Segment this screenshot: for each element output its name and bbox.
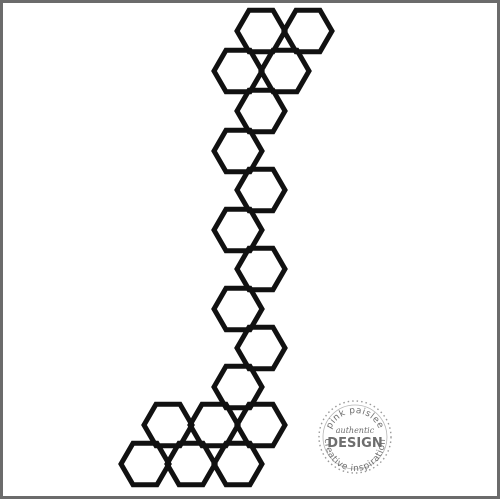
watermark-inner-ring: [322, 404, 388, 470]
hex-cell-16: [118, 440, 172, 488]
hex-cell-12: [211, 363, 265, 411]
hex-cells: [118, 7, 335, 488]
hex-cell-1: [234, 7, 288, 55]
hex-cell-8: [211, 206, 265, 254]
hex-cell-7: [234, 166, 288, 214]
hex-cell-10: [211, 285, 265, 333]
hex-cell-14: [187, 401, 241, 449]
watermark-script-word: authentic: [336, 426, 375, 435]
hex-cell-2: [281, 7, 335, 55]
hex-cell-9: [234, 245, 288, 293]
hex-cell-5: [234, 87, 288, 135]
watermark-main-word: DESIGN: [327, 436, 382, 451]
watermark-dotted-ring: [318, 400, 392, 474]
hex-cell-17: [164, 440, 218, 488]
hex-cell-11: [234, 324, 288, 372]
hex-cell-4: [258, 47, 312, 95]
hex-cell-3: [211, 47, 265, 95]
hex-cell-15: [234, 401, 288, 449]
hex-cell-6: [211, 127, 265, 175]
hex-cell-18: [211, 440, 265, 488]
hex-cell-13: [141, 401, 195, 449]
pink-paislee-watermark: pink paislee creative inspiration authen…: [318, 400, 392, 474]
